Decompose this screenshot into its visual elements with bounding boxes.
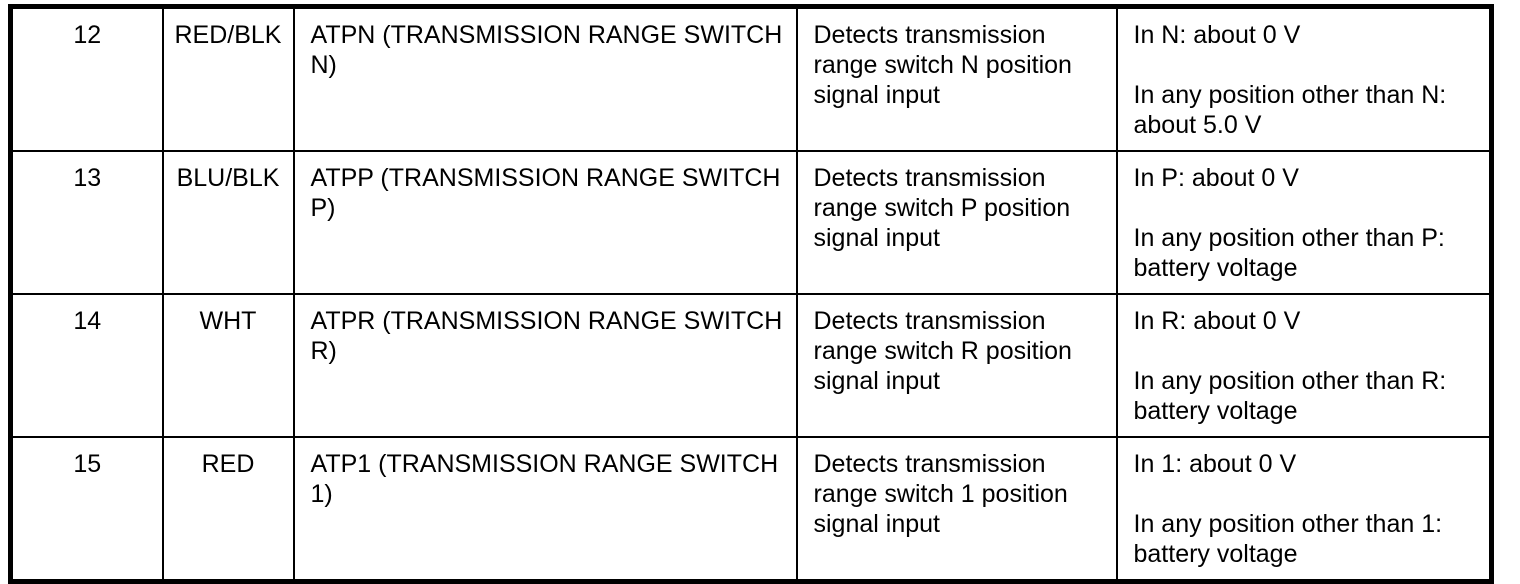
- description-text: Detects transmission range switch P posi…: [813, 164, 1071, 252]
- measurement-line: In any position other than N: about 5.0 …: [1133, 81, 1447, 139]
- terminal-number-text: 12: [73, 21, 102, 49]
- cell-measurement: In R: about 0 V In any position other th…: [1116, 294, 1492, 438]
- cell-terminal-number: 13: [10, 151, 164, 295]
- cell-terminal-number: 14: [10, 294, 164, 438]
- table-row: 13 BLU/BLK ATPP (TRANSMISSION RANGE SWIT…: [10, 151, 1492, 295]
- measurement-line: In N: about 0 V: [1133, 21, 1301, 49]
- cell-description: Detects transmission range switch 1 posi…: [796, 437, 1118, 582]
- measurement-line: In P: about 0 V: [1133, 164, 1299, 192]
- description-text: Detects transmission range switch N posi…: [813, 21, 1072, 109]
- cell-signal-name: ATPN (TRANSMISSION RANGE SWITCH N): [293, 6, 798, 152]
- cell-measurement: In 1: about 0 V In any position other th…: [1116, 437, 1492, 582]
- cell-wire-color: BLU/BLK: [162, 151, 295, 295]
- cell-signal-name: ATP1 (TRANSMISSION RANGE SWITCH 1): [293, 437, 798, 582]
- wire-color-text: RED/BLK: [174, 21, 282, 49]
- cell-signal-name: ATPP (TRANSMISSION RANGE SWITCH P): [293, 151, 798, 295]
- cell-description: Detects transmission range switch R posi…: [796, 294, 1118, 438]
- wire-color-text: BLU/BLK: [176, 164, 280, 192]
- cell-signal-name: ATPR (TRANSMISSION RANGE SWITCH R): [293, 294, 798, 438]
- document-page: 12 RED/BLK ATPN (TRANSMISSION RANGE SWIT…: [8, 4, 1494, 584]
- measurement-line: In R: about 0 V: [1133, 307, 1301, 335]
- description-text: Detects transmission range switch 1 posi…: [813, 450, 1068, 538]
- terminal-number-text: 14: [73, 307, 102, 335]
- cell-measurement: In N: about 0 V In any position other th…: [1116, 6, 1492, 152]
- table-row: 14 WHT ATPR (TRANSMISSION RANGE SWITCH R…: [10, 294, 1492, 438]
- cell-terminal-number: 15: [10, 437, 164, 582]
- cell-wire-color: RED: [162, 437, 295, 582]
- description-text: Detects transmission range switch R posi…: [813, 307, 1072, 395]
- table-row: 12 RED/BLK ATPN (TRANSMISSION RANGE SWIT…: [10, 6, 1492, 152]
- measurement-block: In R: about 0 V In any position other th…: [1118, 295, 1490, 436]
- signal-name-text: ATPR (TRANSMISSION RANGE SWITCH R): [310, 307, 783, 365]
- wire-color-text: WHT: [199, 307, 257, 335]
- measurement-line: In any position other than 1: battery vo…: [1133, 510, 1443, 568]
- cell-description: Detects transmission range switch N posi…: [796, 6, 1118, 152]
- cell-measurement: In P: about 0 V In any position other th…: [1116, 151, 1492, 295]
- measurement-line: In any position other than R: battery vo…: [1133, 367, 1447, 425]
- connector-terminal-table: 12 RED/BLK ATPN (TRANSMISSION RANGE SWIT…: [8, 4, 1494, 584]
- table-row: 15 RED ATP1 (TRANSMISSION RANGE SWITCH 1…: [10, 437, 1492, 582]
- cell-description: Detects transmission range switch P posi…: [796, 151, 1118, 295]
- table-body: 12 RED/BLK ATPN (TRANSMISSION RANGE SWIT…: [10, 6, 1492, 582]
- measurement-block: In N: about 0 V In any position other th…: [1118, 9, 1490, 150]
- wire-color-text: RED: [201, 450, 255, 478]
- signal-name-text: ATPP (TRANSMISSION RANGE SWITCH P): [310, 164, 781, 222]
- signal-name-text: ATPN (TRANSMISSION RANGE SWITCH N): [310, 21, 783, 79]
- measurement-block: In 1: about 0 V In any position other th…: [1118, 438, 1490, 579]
- terminal-number-text: 15: [73, 450, 102, 478]
- terminal-number-text: 13: [73, 164, 102, 192]
- signal-name-text: ATP1 (TRANSMISSION RANGE SWITCH 1): [310, 450, 779, 508]
- cell-wire-color: WHT: [162, 294, 295, 438]
- measurement-line: In any position other than P: battery vo…: [1133, 224, 1445, 282]
- cell-terminal-number: 12: [10, 6, 164, 152]
- measurement-block: In P: about 0 V In any position other th…: [1118, 152, 1490, 293]
- cell-wire-color: RED/BLK: [162, 6, 295, 152]
- measurement-line: In 1: about 0 V: [1133, 450, 1297, 478]
